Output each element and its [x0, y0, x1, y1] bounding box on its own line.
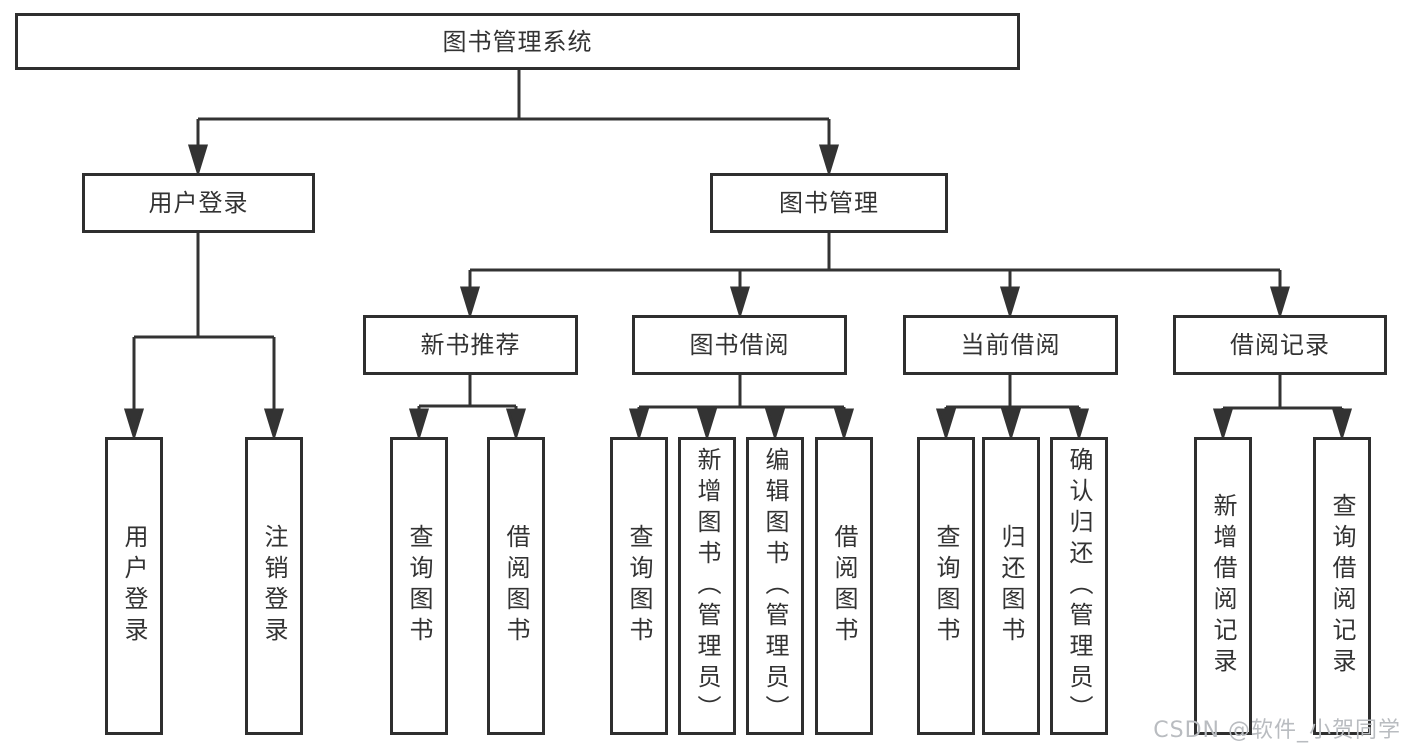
- leaf-add-borrow-record-label: 新增借阅记录: [1209, 493, 1237, 679]
- node-new-book-recommend: 新书推荐: [363, 315, 578, 375]
- leaf-query-books-2-label: 查询图书: [625, 524, 653, 648]
- leaf-query-books-3-label: 查询图书: [932, 524, 960, 648]
- node-book-management: 图书管理: [710, 173, 948, 233]
- leaf-confirm-return-admin-label: 确认归还（管理员）: [1065, 446, 1093, 726]
- leaf-edit-book-admin-label: 编辑图书（管理员）: [761, 446, 789, 726]
- leaf-add-book-admin-label: 新增图书（管理员）: [693, 446, 721, 726]
- leaf-borrow-books-2-label: 借阅图书: [830, 524, 858, 648]
- node-book-borrow: 图书借阅: [632, 315, 847, 375]
- leaf-query-borrow-record-label: 查询借阅记录: [1328, 493, 1356, 679]
- leaf-query-borrow-record: 查询借阅记录: [1313, 437, 1371, 735]
- node-current-borrow-label: 当前借阅: [960, 331, 1061, 359]
- leaf-confirm-return-admin: 确认归还（管理员）: [1050, 437, 1108, 735]
- leaf-borrow-books-1: 借阅图书: [487, 437, 545, 735]
- node-new-book-recommend-label: 新书推荐: [420, 331, 521, 359]
- connector-borrow-records-to-leaves: [1212, 375, 1353, 442]
- leaf-edit-book-admin: 编辑图书（管理员）: [746, 437, 804, 735]
- node-book-management-label: 图书管理: [779, 189, 879, 217]
- leaf-query-books-1-label: 查询图书: [405, 524, 433, 648]
- node-borrow-records-label: 借阅记录: [1230, 331, 1330, 359]
- connector-root-to-level2: [187, 70, 840, 178]
- leaf-query-books-3: 查询图书: [917, 437, 975, 735]
- leaf-add-borrow-record: 新增借阅记录: [1194, 437, 1252, 735]
- watermark: CSDN @软件_小贺同学: [1153, 718, 1401, 743]
- node-book-borrow-label: 图书借阅: [689, 331, 790, 359]
- leaf-user-login-label: 用户登录: [120, 524, 148, 648]
- leaf-query-books-2: 查询图书: [610, 437, 668, 735]
- connector-current-borrow-to-leaves: [935, 375, 1090, 442]
- leaf-logout: 注销登录: [245, 437, 303, 735]
- leaf-add-book-admin: 新增图书（管理员）: [678, 437, 736, 735]
- connector-new-book-recommend-to-leaves: [408, 375, 527, 442]
- leaf-borrow-books-1-label: 借阅图书: [502, 524, 530, 648]
- node-current-borrow: 当前借阅: [903, 315, 1118, 375]
- leaf-query-books-1: 查询图书: [390, 437, 448, 735]
- node-root-label: 图书管理系统: [442, 27, 593, 56]
- leaf-user-login: 用户登录: [105, 437, 163, 735]
- connector-book-borrow-to-leaves: [628, 375, 855, 442]
- leaf-logout-label: 注销登录: [260, 524, 288, 648]
- node-user-login-label: 用户登录: [148, 189, 249, 217]
- node-borrow-records: 借阅记录: [1173, 315, 1387, 375]
- node-root: 图书管理系统: [15, 13, 1020, 70]
- connector-user-login-to-leaves: [123, 233, 285, 442]
- leaf-return-book-label: 归还图书: [997, 524, 1025, 648]
- connector-book-management-to-level3: [459, 233, 1291, 320]
- node-user-login: 用户登录: [82, 173, 315, 233]
- leaf-return-book: 归还图书: [982, 437, 1040, 735]
- leaf-borrow-books-2: 借阅图书: [815, 437, 873, 735]
